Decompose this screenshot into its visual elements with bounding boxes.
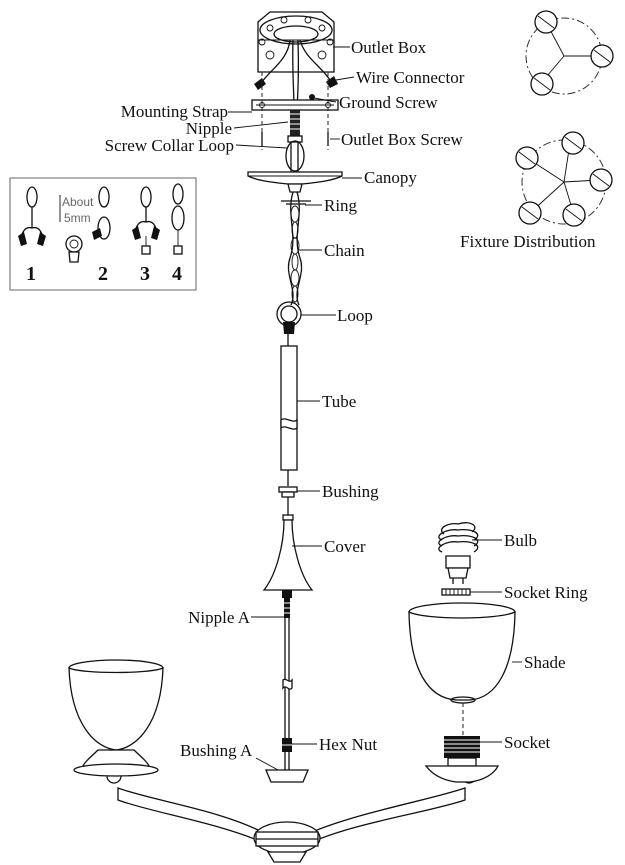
step-number-2: 2 — [98, 263, 108, 285]
label-screw-collar-loop: Screw Collar Loop — [105, 136, 234, 155]
step-number-3: 3 — [140, 263, 150, 285]
step-3-figure: 3 — [132, 186, 160, 285]
nipple-and-collar-loop — [285, 110, 305, 172]
label-nipple: Nipple — [186, 119, 232, 138]
label-wire-connector: Wire Connector — [356, 68, 465, 87]
left-shade — [68, 659, 164, 777]
fixture-distribution-5 — [515, 131, 613, 227]
bushing — [278, 486, 298, 515]
mounting-strap — [251, 94, 339, 111]
socket — [424, 736, 500, 783]
canopy — [247, 171, 343, 193]
chain — [287, 191, 303, 306]
label-socket-ring: Socket Ring — [504, 583, 588, 602]
label-ring: Ring — [324, 196, 358, 215]
about-label: About — [62, 195, 94, 209]
label-chain: Chain — [324, 241, 365, 260]
labels: Outlet Box Wire Connector Ground Screw M… — [105, 38, 588, 760]
label-shade: Shade — [524, 653, 566, 672]
label-bulb: Bulb — [504, 531, 537, 550]
fixture-body — [106, 768, 477, 863]
step-number-4: 4 — [172, 263, 182, 285]
label-hex-nut: Hex Nut — [319, 735, 377, 754]
label-ground-screw: Ground Screw — [339, 93, 438, 112]
label-tube: Tube — [322, 392, 356, 411]
hex-nut — [282, 738, 292, 770]
right-shade — [408, 602, 516, 704]
bulb — [438, 522, 479, 584]
label-cover: Cover — [324, 537, 366, 556]
fixture-distribution-3 — [525, 10, 614, 96]
fixture-distribution-caption: Fixture Distribution — [460, 232, 596, 251]
label-mounting-strap: Mounting Strap — [121, 102, 228, 121]
step-2-figure: About 5mm 2 — [59, 186, 111, 285]
outlet-box — [257, 11, 335, 73]
loop — [276, 301, 302, 334]
label-bushing: Bushing — [322, 482, 379, 501]
cover — [262, 514, 314, 591]
step-number-1: 1 — [26, 263, 36, 285]
outlet-box-screws — [261, 72, 329, 150]
step-1-figure: 1 — [18, 186, 46, 285]
label-loop: Loop — [337, 306, 373, 325]
size-label: 5mm — [64, 211, 91, 225]
wire-connectors — [254, 76, 338, 90]
label-outlet-box-screw: Outlet Box Screw — [341, 130, 464, 149]
label-bushing-a: Bushing A — [180, 741, 253, 760]
chain-steps-inset: 1 About 5mm 2 3 — [9, 177, 197, 291]
ring — [281, 200, 311, 205]
tube — [280, 334, 298, 486]
label-canopy: Canopy — [364, 168, 417, 187]
socket-ring — [441, 588, 471, 596]
leader-lines — [228, 46, 522, 771]
step-4-figure: 4 — [171, 183, 185, 285]
label-socket: Socket — [504, 733, 551, 752]
label-nipple-a: Nipple A — [188, 608, 251, 627]
nipple-a — [282, 590, 293, 738]
label-outlet-box: Outlet Box — [351, 38, 427, 57]
